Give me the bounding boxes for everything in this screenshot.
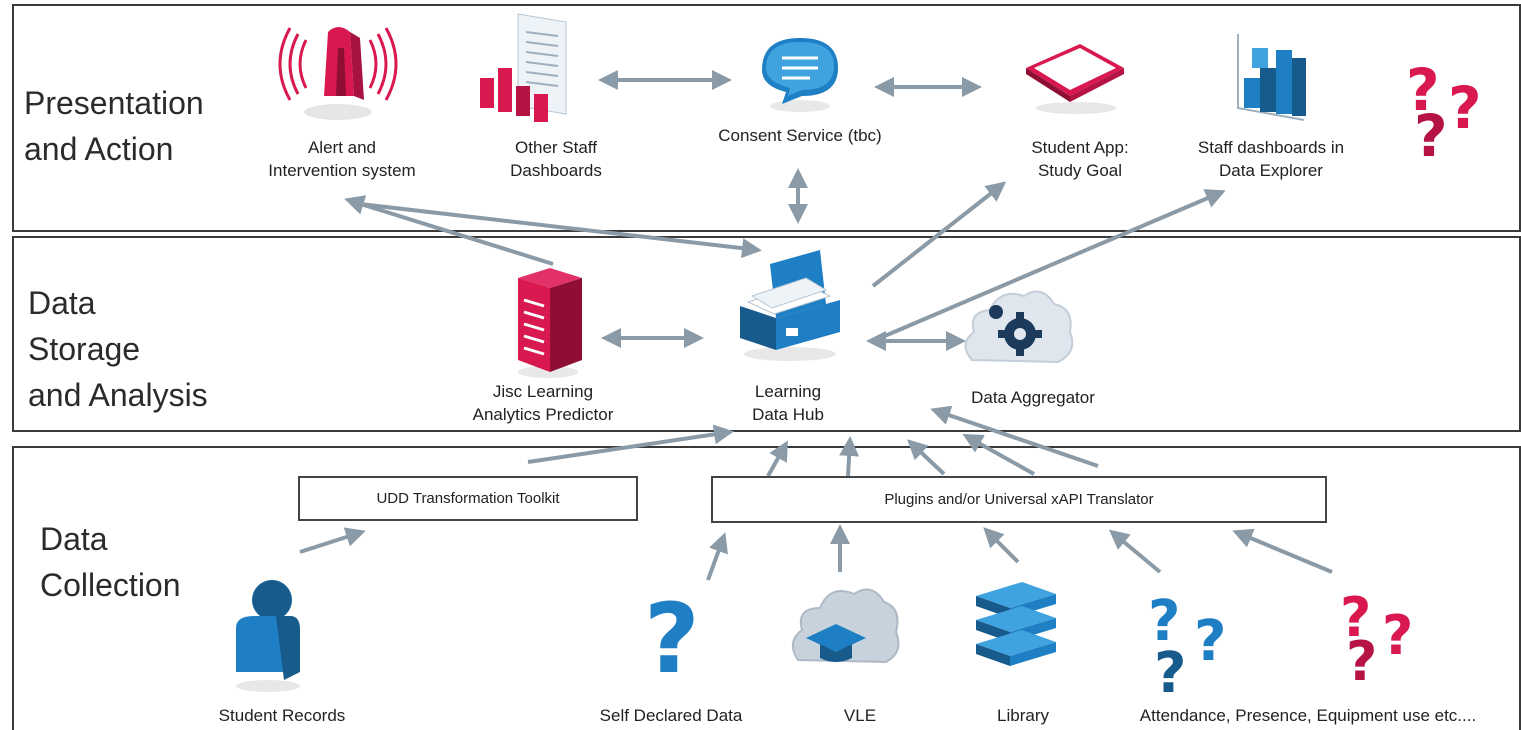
books-icon <box>976 582 1056 666</box>
svg-text:?: ? <box>644 583 700 692</box>
library-label: Library <box>997 706 1049 725</box>
alert-system-label: Alert and Intervention system <box>268 138 416 180</box>
udd-transformation-toolkit-box: UDD Transformation Toolkit <box>298 476 638 521</box>
other-staff-dashboards-label: Other Staff Dashboards <box>510 138 602 180</box>
briefcase-hub-icon <box>740 250 840 361</box>
question-mark-icon: ? <box>644 583 700 692</box>
udd-toolkit-label: UDD Transformation Toolkit <box>376 490 560 507</box>
svg-text:?: ? <box>1382 604 1413 667</box>
plugins-xapi-translator-box: Plugins and/or Universal xAPI Translator <box>711 476 1327 523</box>
speech-bubble-icon <box>762 38 838 112</box>
server-icon <box>518 268 582 378</box>
arrow-plugins-agg-1 <box>962 434 1035 476</box>
cloud-gear-icon <box>964 290 1074 364</box>
arrow-alert-hub <box>359 202 762 259</box>
cloud-mortarboard-icon <box>791 588 900 664</box>
arrow-hub-studentapp <box>871 181 1007 288</box>
predictor-label: Jisc Learning Analytics Predictor <box>472 382 614 424</box>
arrow-plugins-agg-2 <box>930 405 1099 468</box>
svg-text:?: ? <box>1148 589 1180 654</box>
arrow-records-udd <box>299 527 366 554</box>
consent-service-label: Consent Service (tbc) <box>718 126 882 145</box>
arrow-predictor-alert <box>344 195 554 266</box>
alarm-icon <box>278 27 398 120</box>
storage-layer-title: Data Storage and Analysis <box>28 285 208 413</box>
arrow-udd-hub <box>527 424 734 464</box>
presentation-layer-band <box>12 4 1521 232</box>
arrow-library-plugins <box>983 527 1020 564</box>
question-marks-red-icon: ? ? ? <box>1340 586 1413 690</box>
arrow-plugins-hub-1 <box>766 440 788 477</box>
arrow-self-plugins <box>706 532 728 581</box>
svg-text:?: ? <box>1340 586 1371 649</box>
arrow-attendance-plugins <box>1108 529 1162 574</box>
learning-data-hub-label: Learning Data Hub <box>752 382 824 424</box>
question-marks-red-icon: ? ? ? <box>1406 56 1482 164</box>
svg-text:?: ? <box>1154 641 1186 700</box>
self-declared-data-label: Self Declared Data <box>599 706 743 725</box>
arrow-other-plugins <box>1232 528 1333 574</box>
svg-text:?: ? <box>1414 102 1448 164</box>
data-aggregator-label: Data Aggregator <box>971 388 1095 407</box>
plugins-translator-label: Plugins and/or Universal xAPI Translator <box>884 491 1154 508</box>
person-icon <box>236 580 300 692</box>
cube-chart-icon <box>1237 34 1306 121</box>
bar-chart-document-icon <box>480 13 567 122</box>
svg-text:?: ? <box>1194 609 1226 674</box>
arrow-hub-staffdash <box>879 189 1226 340</box>
tablet-icon <box>1026 44 1124 114</box>
student-app-label: Student App: Study Goal <box>1031 138 1129 180</box>
attendance-label: Attendance, Presence, Equipment use etc.… <box>1139 706 1477 725</box>
arrow-plugins-hub-2 <box>839 436 860 477</box>
svg-text:?: ? <box>1346 630 1377 690</box>
presentation-layer-title: Presentation and Action <box>24 85 204 167</box>
staff-dashboards-label: Staff dashboards in Data Explorer <box>1197 138 1345 180</box>
collection-layer-title: Data Collection <box>40 521 181 603</box>
question-marks-blue-icon: ? ? ? <box>1148 589 1226 700</box>
vle-label: VLE <box>843 706 877 725</box>
svg-text:?: ? <box>1448 74 1482 142</box>
student-records-label: Student Records <box>218 706 346 725</box>
arrow-plugins-hub-3 <box>907 439 946 476</box>
svg-text:?: ? <box>1406 56 1440 124</box>
